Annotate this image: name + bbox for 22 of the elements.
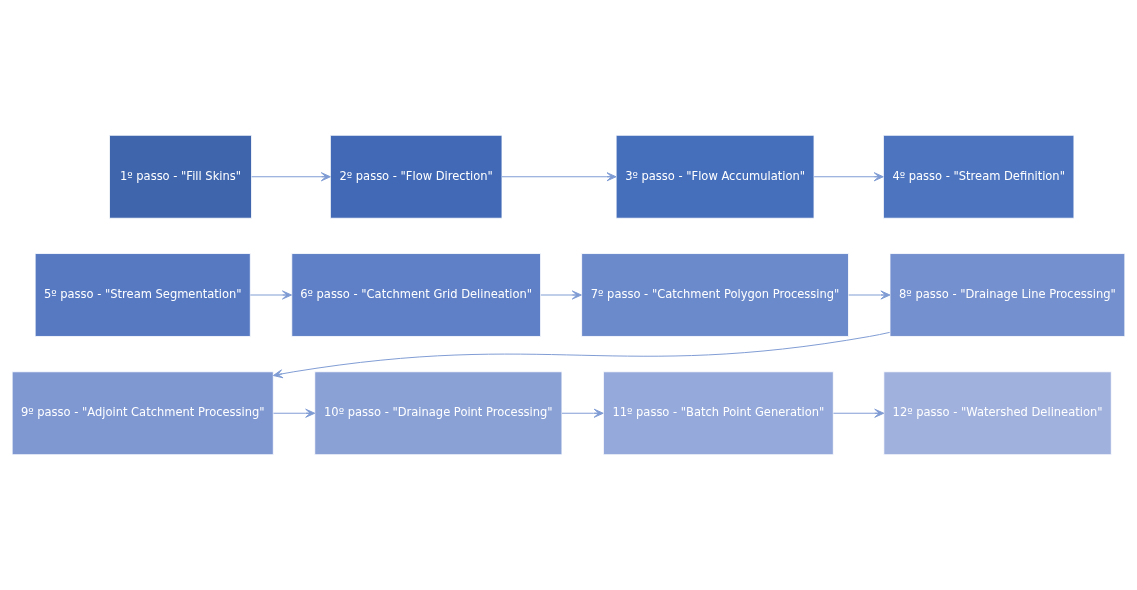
node-box: 3º passo - "Flow Accumulation" [615,134,815,219]
node-box: 5º passo - "Stream Segmentation" [34,253,251,337]
arrow [251,172,331,182]
arrow [813,172,884,182]
arrow [832,408,885,418]
arrow [249,290,292,300]
node-box: 12º passo - "Watershed Delineation" [883,371,1112,456]
arrow [848,290,891,300]
arrow [561,408,604,418]
node-box: 2º passo - "Flow Direction" [329,134,503,219]
node-box: 1º passo - "Fill Skins" [109,134,252,219]
node-box: 9º passo - "Adjoint Catchment Processing" [11,371,274,456]
node-box: 8º passo - "Drainage Line Processing" [889,253,1126,337]
node-box: 10º passo - "Drainage Point Processing" [314,371,563,456]
node-box: 4º passo - "Stream Definition" [883,134,1075,219]
node-box: 11º passo - "Batch Point Generation" [603,371,834,456]
arrow [272,331,891,379]
arrow [540,290,582,300]
arrow [273,408,316,418]
arrow [501,172,617,182]
node-box: 7º passo - "Catchment Polygon Processing" [581,253,849,337]
node-box: 6º passo - "Catchment Grid Delineation" [291,253,541,337]
